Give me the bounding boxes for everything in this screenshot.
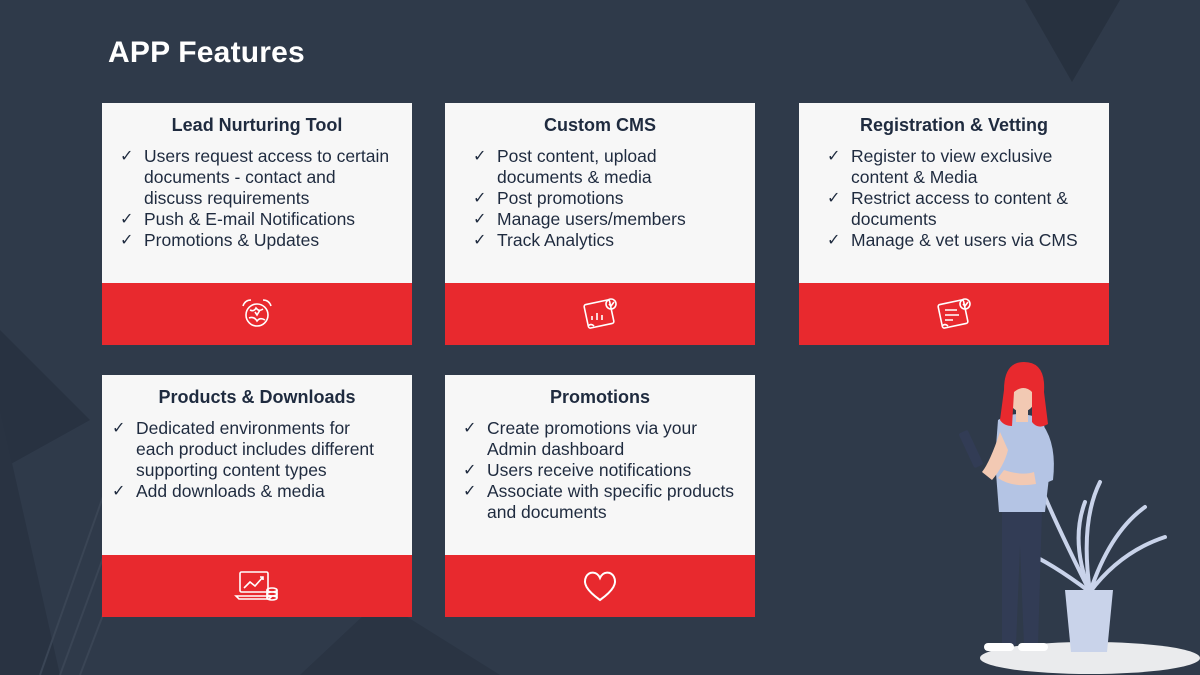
list-item: ✓Manage & vet users via CMS [827,230,1078,250]
feature-list: ✓Register to view exclusive content & Me… [799,146,1109,251]
list-item: ✓Users receive notifications [463,460,692,480]
feature-list: ✓Create promotions via your Admin dashbo… [445,418,755,523]
list-item: ✓Manage users/members [473,209,686,229]
list-item: ✓Restrict access to content & documents [827,188,1068,229]
card-title: Lead Nurturing Tool [171,115,343,135]
check-icon: ✓ [120,148,134,165]
feature-list: ✓Dedicated environments for each product… [102,418,412,502]
heart-icon [583,571,617,602]
feature-list: ✓Users request access to certain documen… [102,146,412,251]
feature-card-lead-nurturing: Lead Nurturing Tool ✓Users request acces… [102,103,412,345]
check-icon: ✓ [473,148,487,165]
list-item: ✓Create promotions via your Admin dashbo… [463,418,698,459]
card-title: Promotions [549,387,650,407]
card-footer [102,283,412,345]
card-body: Lead Nurturing Tool ✓Users request acces… [102,103,412,283]
feature-card-registration: Registration & Vetting ✓Register to view… [799,103,1109,345]
card-body: Promotions ✓Create promotions via your A… [445,375,755,555]
list-item: ✓Users request access to certain documen… [120,146,390,208]
document-analytics-icon [583,298,617,329]
globe-hands-icon [242,299,272,327]
check-icon: ✓ [463,420,477,437]
list-item: ✓Post promotions [473,188,624,208]
check-icon: ✓ [473,232,487,249]
card-footer [445,283,755,345]
check-icon: ✓ [473,190,487,207]
card-body: Custom CMS ✓Post content, upload documen… [445,103,755,283]
card-title: Registration & Vetting [859,115,1048,135]
card-footer [799,283,1109,345]
list-item: ✓Post content, upload documents & media [473,146,657,187]
card-title: Custom CMS [544,115,656,135]
check-icon: ✓ [112,420,126,437]
list-item: ✓Promotions & Updates [120,230,320,250]
feature-list: ✓Post content, upload documents & media … [445,146,755,251]
card-footer [102,555,412,617]
page-title: APP Features [108,36,305,69]
check-icon: ✓ [112,483,126,500]
card-body: Products & Downloads ✓Dedicated environm… [102,375,412,555]
card-footer [445,555,755,617]
certificate-check-icon [937,298,971,329]
laptop-chart-icon [234,571,278,601]
check-icon: ✓ [473,211,487,228]
list-item: ✓Add downloads & media [112,481,325,501]
list-item: ✓Register to view exclusive content & Me… [827,146,1053,187]
list-item: ✓Associate with specific products and do… [463,481,735,522]
check-icon: ✓ [120,211,134,228]
list-item: ✓Push & E-mail Notifications [120,209,356,229]
person-illustration [959,362,1200,674]
feature-card-custom-cms: Custom CMS ✓Post content, upload documen… [445,103,755,345]
feature-card-products-downloads: Products & Downloads ✓Dedicated environm… [102,375,412,617]
check-icon: ✓ [827,232,841,249]
check-icon: ✓ [827,190,841,207]
card-title: Products & Downloads [158,387,356,407]
check-icon: ✓ [827,148,841,165]
feature-card-promotions: Promotions ✓Create promotions via your A… [445,375,755,617]
list-item: ✓Dedicated environments for each product… [112,418,375,480]
list-item: ✓Track Analytics [473,230,615,250]
card-body: Registration & Vetting ✓Register to view… [799,103,1109,283]
check-icon: ✓ [463,462,477,479]
check-icon: ✓ [463,483,477,500]
check-icon: ✓ [120,232,134,249]
